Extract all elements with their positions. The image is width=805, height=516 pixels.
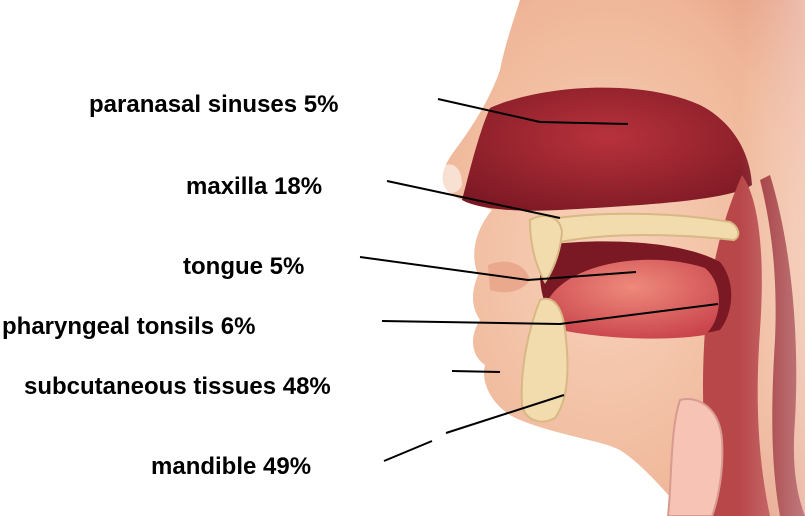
larynx [668, 399, 722, 516]
edge-fade [740, 0, 805, 516]
leader-line-subcutaneous [452, 371, 500, 372]
label-pharyngeal-tonsils: pharyngeal tonsils 6% [2, 313, 255, 341]
label-tongue: tongue 5% [183, 253, 304, 281]
label-maxilla: maxilla 18% [186, 173, 322, 201]
label-subcutaneous-tissues: subcutaneous tissues 48% [24, 373, 331, 401]
label-mandible: mandible 49% [151, 453, 311, 481]
label-paranasal-sinuses: paranasal sinuses 5% [89, 91, 338, 119]
leader-line-mandible [384, 441, 432, 461]
